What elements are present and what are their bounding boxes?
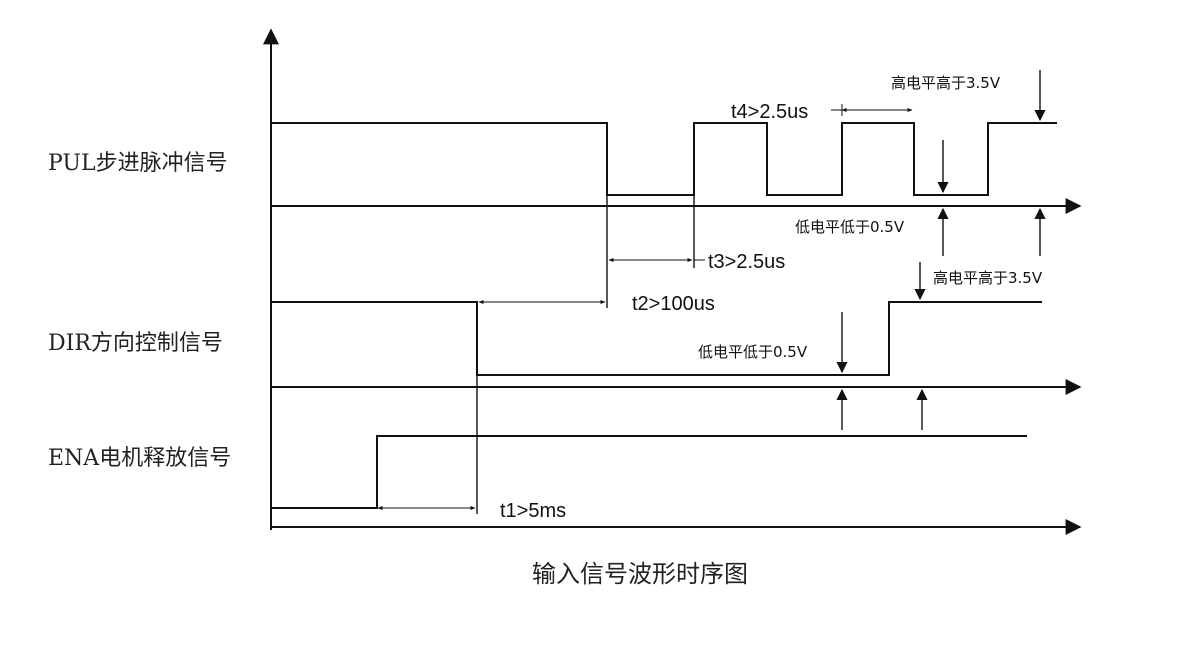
t4-label: t4>2.5us bbox=[731, 101, 808, 123]
dir-signal-label: DIR方向控制信号 bbox=[48, 331, 223, 356]
t1-label: t1>5ms bbox=[500, 500, 566, 522]
dir-high-level-label: 高电平高于3.5V bbox=[933, 269, 1043, 287]
t2-label: t2>100us bbox=[632, 293, 715, 315]
pul-low-level-label: 低电平低于0.5V bbox=[795, 218, 905, 236]
pul-high-level-label: 高电平高于3.5V bbox=[891, 74, 1001, 92]
ena-waveform bbox=[271, 435, 1027, 509]
pul-signal-label: PUL步进脉冲信号 bbox=[48, 151, 228, 176]
ena-signal-label: ENA电机释放信号 bbox=[48, 446, 231, 471]
diagram-caption: 输入信号波形时序图 bbox=[532, 560, 748, 588]
pul-waveform bbox=[271, 122, 1057, 196]
dir-low-level-label: 低电平低于0.5V bbox=[698, 343, 808, 361]
dir-waveform bbox=[271, 301, 1042, 376]
t3-label: t3>2.5us bbox=[708, 251, 785, 273]
